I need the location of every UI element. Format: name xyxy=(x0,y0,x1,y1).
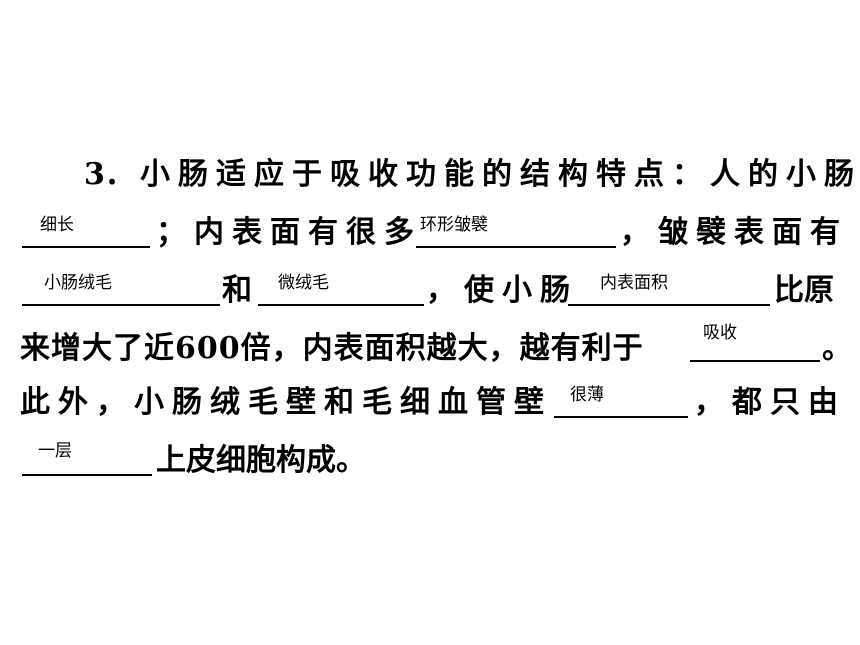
blank-3[interactable] xyxy=(22,304,220,306)
answer-2: 环形皱襞 xyxy=(420,215,488,235)
line-3-text-c: 比原 xyxy=(774,273,834,308)
answer-7: 很薄 xyxy=(570,385,604,405)
line-5-text-a: 此外，小肠绒毛壁和毛细血管壁 xyxy=(20,385,552,420)
line-6-text: 上皮细胞构成。 xyxy=(156,443,366,478)
blank-1[interactable] xyxy=(22,246,150,248)
question-number: 3． xyxy=(84,157,135,192)
answer-8: 一层 xyxy=(38,441,72,461)
answer-1: 细长 xyxy=(40,215,74,235)
line-2-text-b: ，皱襞表面有 xyxy=(620,215,848,250)
blank-7[interactable] xyxy=(554,416,688,418)
answer-4: 微绒毛 xyxy=(278,273,329,293)
answer-5: 内表面积 xyxy=(600,273,668,293)
blank-8[interactable] xyxy=(22,474,152,476)
blank-5[interactable] xyxy=(568,304,770,306)
line-1-text: 小肠适应于吸收功能的结构特点：人的小肠 xyxy=(140,157,860,192)
line-4-text-b: 。 xyxy=(822,331,852,366)
line-3-text-b: ，使小肠 xyxy=(426,273,578,308)
line-5-text-b: ，都只由 xyxy=(694,385,846,420)
line-3-text-a: 和 xyxy=(222,273,252,308)
line-4-text-a: 来增大了近600倍，内表面积越大，越有利于 xyxy=(20,331,644,366)
line-2-text-a: ；内表面有很多 xyxy=(156,215,422,250)
answer-6: 吸收 xyxy=(703,323,737,343)
blank-2[interactable] xyxy=(416,246,616,248)
answer-3: 小肠绒毛 xyxy=(44,273,112,293)
blank-6[interactable] xyxy=(690,360,820,362)
blank-4[interactable] xyxy=(258,304,424,306)
